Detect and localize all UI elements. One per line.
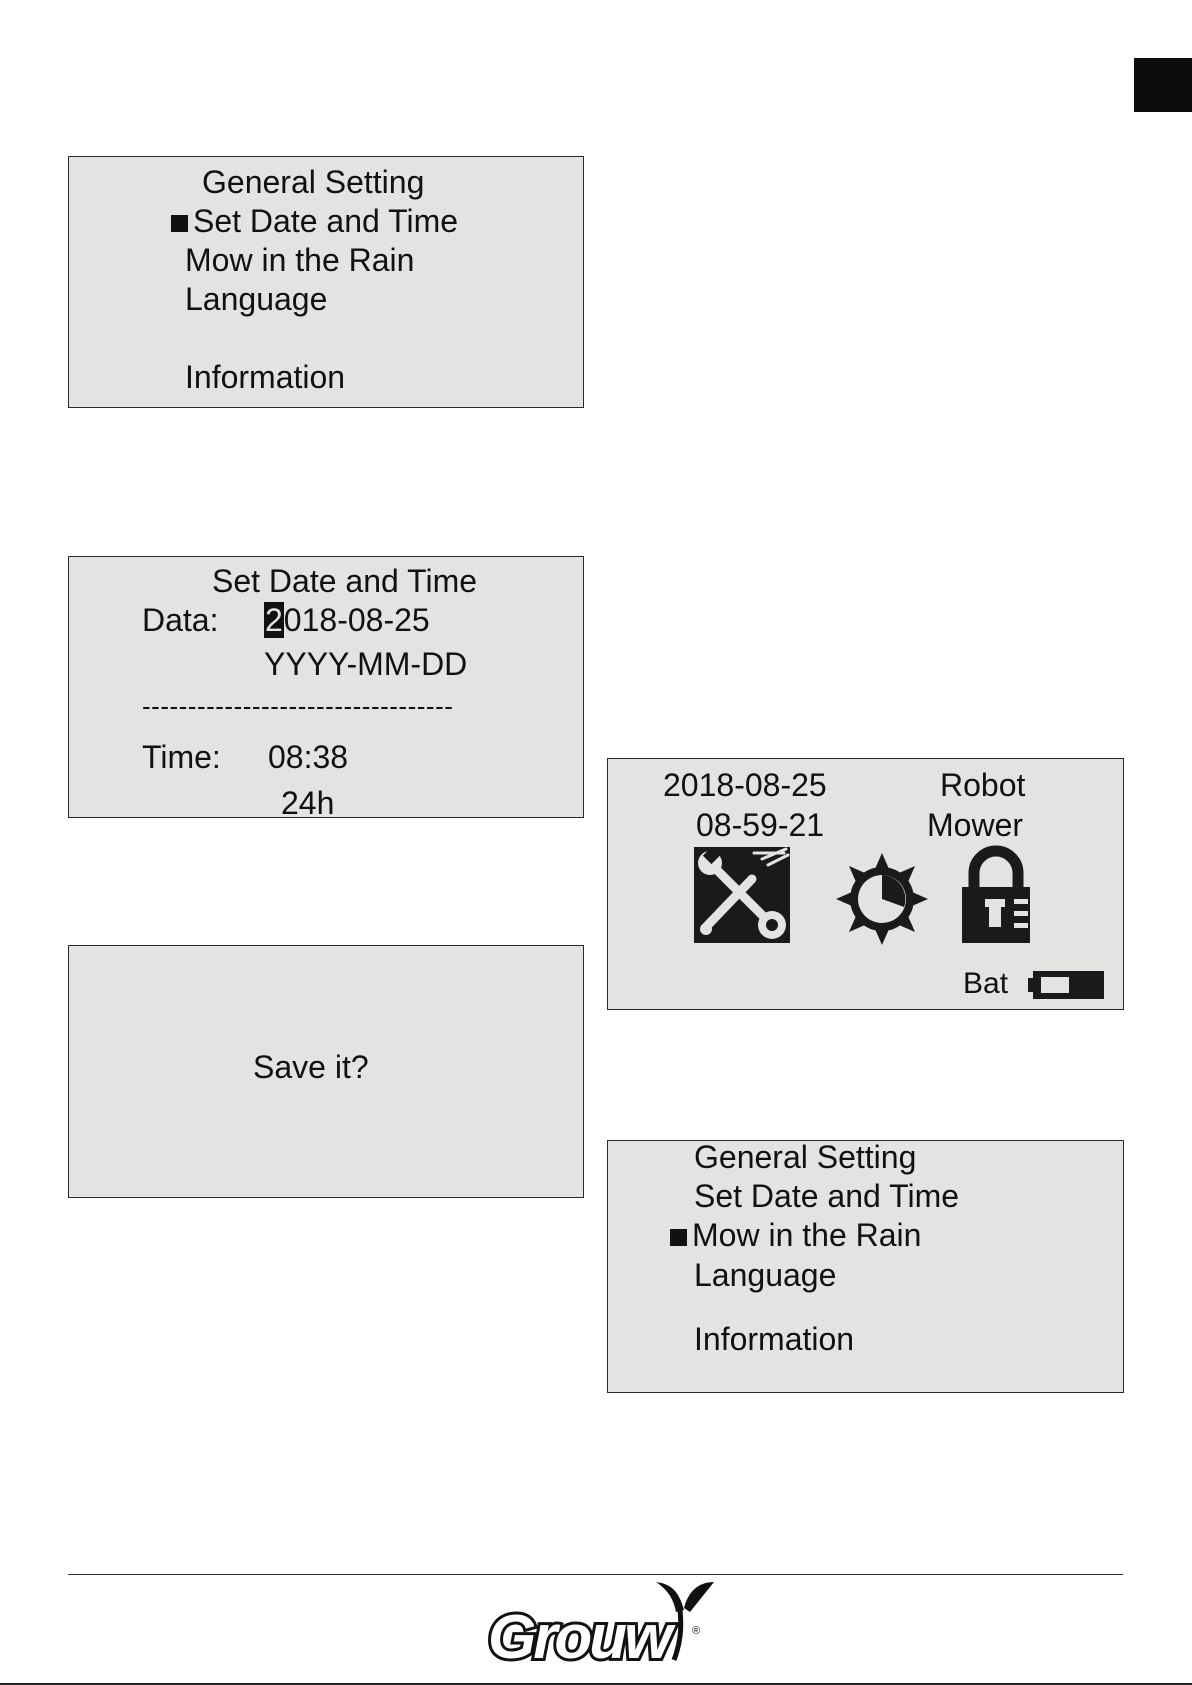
selection-marker bbox=[670, 1229, 687, 1246]
lock-icon[interactable] bbox=[958, 845, 1040, 945]
time-label: Time: bbox=[142, 741, 221, 773]
chapter-tab-marker bbox=[1134, 58, 1192, 112]
time-display: 08-59-21 bbox=[696, 809, 824, 841]
lcd-save-confirm: Save it? bbox=[68, 945, 584, 1198]
svg-text:Grouw: Grouw bbox=[488, 1603, 676, 1664]
schedule-sun-icon[interactable] bbox=[834, 851, 930, 947]
date-label: Data: bbox=[142, 604, 218, 636]
menu-item-mow-in-rain[interactable]: Mow in the Rain bbox=[185, 244, 414, 276]
save-prompt: Save it? bbox=[253, 1051, 369, 1083]
grouw-logo: Grouw ® bbox=[484, 1574, 714, 1664]
menu-item-set-date-time[interactable]: Set Date and Time bbox=[694, 1180, 959, 1212]
menu-item-mow-in-rain[interactable]: Mow in the Rain bbox=[692, 1219, 921, 1251]
date-value[interactable]: 2018-08-25 bbox=[264, 604, 430, 636]
lcd-general-setting-menu-2: General Setting Set Date and Time Mow in… bbox=[607, 1140, 1124, 1393]
menu-item-language[interactable]: Language bbox=[185, 283, 327, 315]
time-format: 24h bbox=[281, 787, 334, 819]
menu-title: General Setting bbox=[202, 166, 424, 198]
date-value-rest: 018-08-25 bbox=[284, 602, 430, 638]
menu-title: General Setting bbox=[694, 1141, 916, 1173]
lcd-general-setting-menu: General Setting Set Date and Time Mow in… bbox=[68, 156, 584, 408]
date-format: YYYY-MM-DD bbox=[264, 648, 467, 680]
menu-item-information[interactable]: Information bbox=[694, 1323, 854, 1355]
lcd-home-screen: 2018-08-25 08-59-21 Robot Mower bbox=[607, 758, 1124, 1010]
menu-item-set-date-time[interactable]: Set Date and Time bbox=[193, 205, 458, 237]
settings-tools-icon[interactable] bbox=[692, 845, 792, 945]
time-value[interactable]: 08:38 bbox=[268, 741, 348, 773]
battery-label: Bat bbox=[963, 969, 1008, 999]
selection-marker bbox=[171, 215, 188, 232]
lcd-set-date-time: Set Date and Time Data: 2018-08-25 YYYY-… bbox=[68, 556, 584, 818]
dashed-separator: ---------------------------------- bbox=[142, 693, 453, 719]
battery-icon bbox=[1028, 969, 1106, 1001]
menu-item-language[interactable]: Language bbox=[694, 1259, 836, 1291]
device-name-line1: Robot bbox=[940, 769, 1025, 801]
menu-item-information[interactable]: Information bbox=[185, 361, 345, 393]
svg-text:®: ® bbox=[692, 1625, 700, 1637]
edit-cursor: 2 bbox=[264, 602, 284, 638]
device-name-line2: Mower bbox=[927, 809, 1023, 841]
screen-title: Set Date and Time bbox=[212, 565, 477, 597]
date-display: 2018-08-25 bbox=[663, 769, 827, 801]
